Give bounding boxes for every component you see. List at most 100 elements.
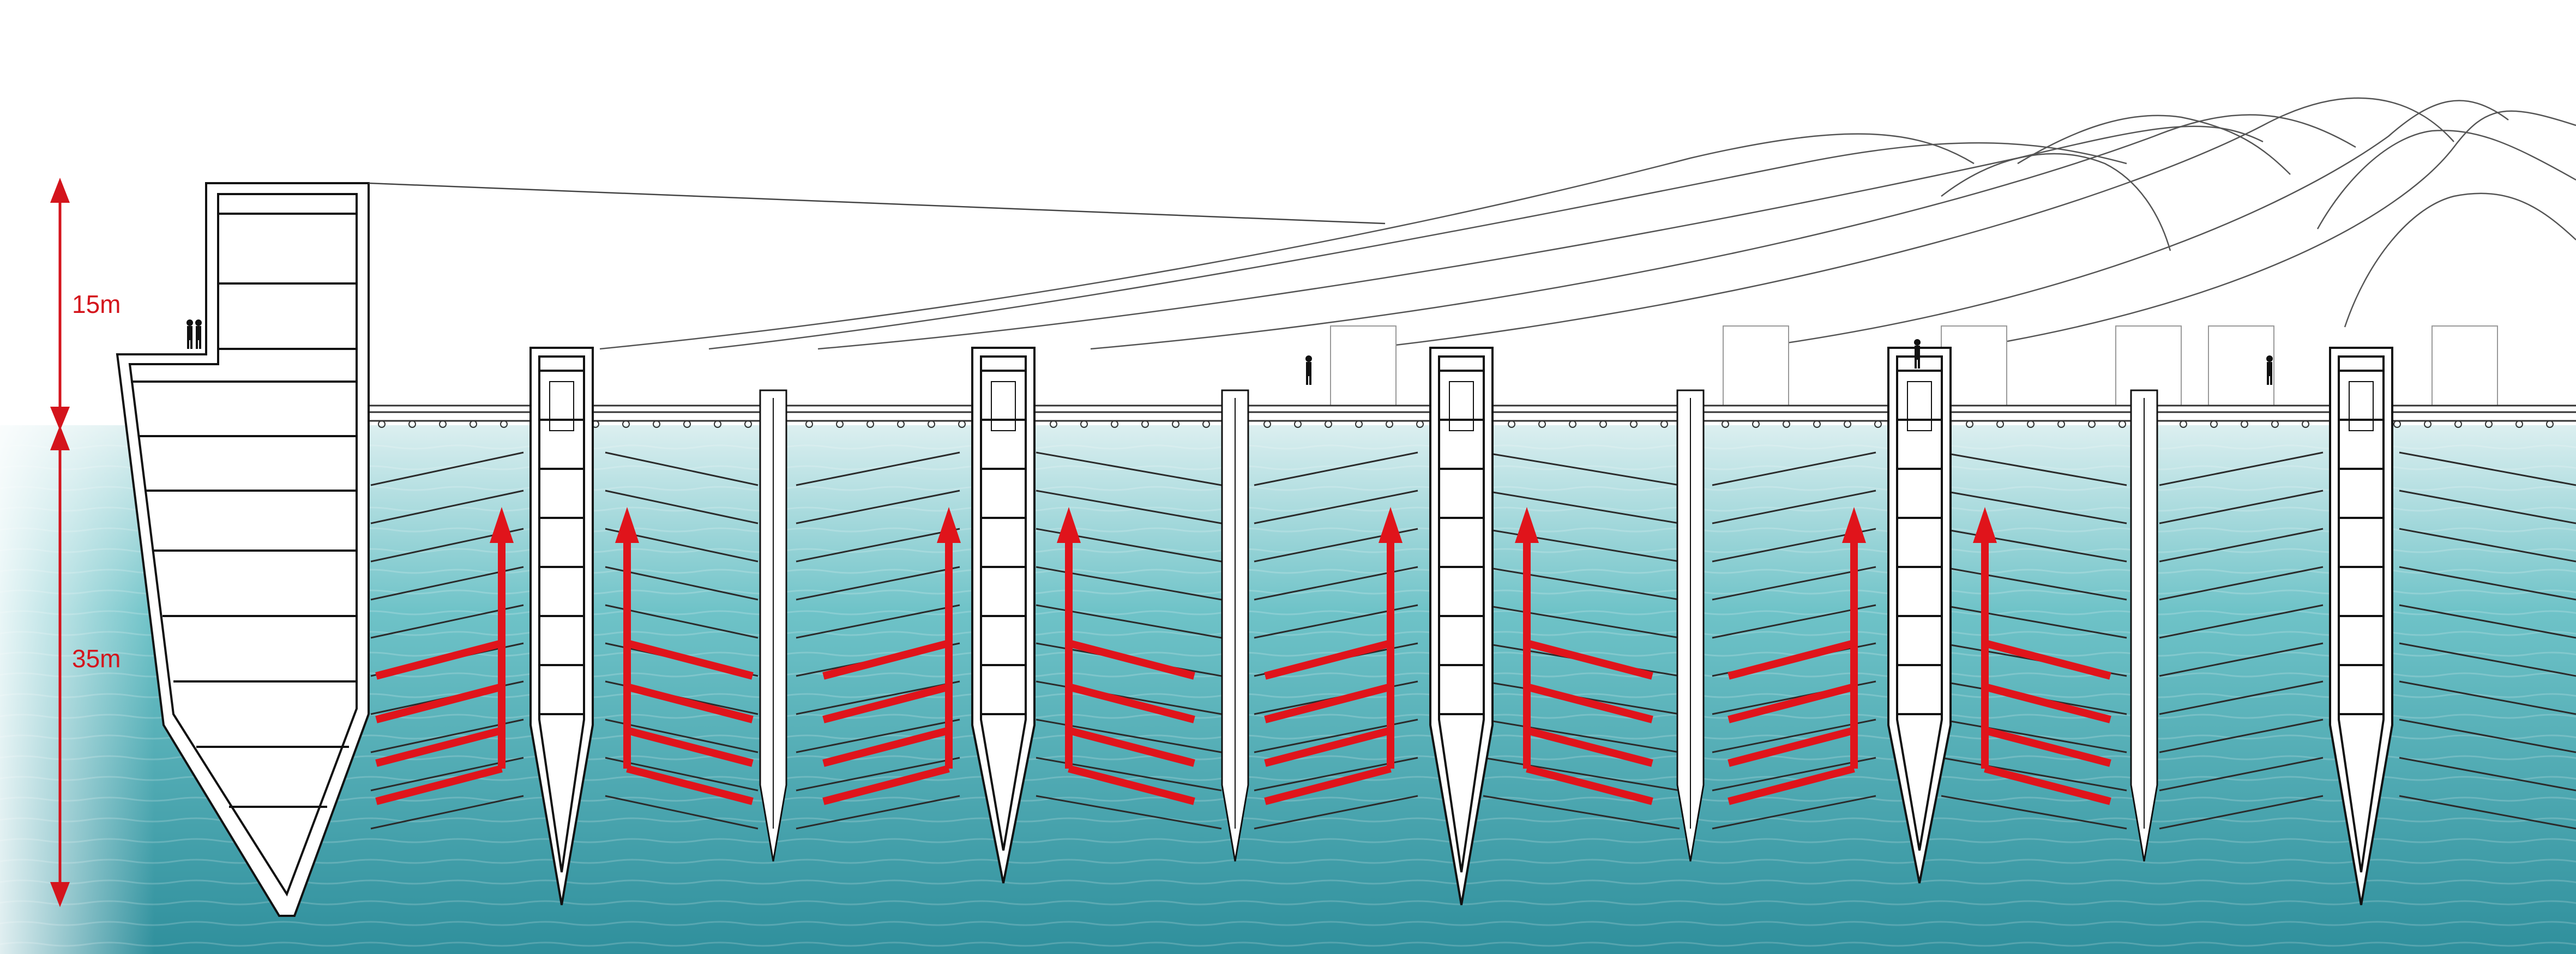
plate-line	[2159, 604, 2324, 639]
roof-cable	[368, 182, 1386, 225]
person-body	[196, 326, 201, 340]
deck-connector	[653, 420, 660, 428]
plate-line	[1941, 757, 2127, 792]
flow-arrow	[375, 507, 514, 805]
ripple-line	[0, 589, 2576, 595]
people	[186, 319, 2273, 385]
dimension-label-15m: 15m	[72, 290, 121, 318]
deck-connector	[1722, 420, 1729, 428]
background-tanks	[1330, 325, 2498, 406]
deck-connector	[1996, 420, 2004, 428]
pier-inner	[980, 355, 1027, 851]
deck-connector	[470, 420, 477, 428]
plate-line	[2159, 718, 2324, 753]
plate-line	[605, 451, 759, 486]
deck-connector	[1386, 420, 1393, 428]
plate-line	[370, 795, 524, 830]
ripple-line	[0, 776, 2576, 781]
dimension-lower: 35m	[50, 425, 121, 907]
person-leg	[190, 340, 192, 349]
mountain-ridge	[1941, 153, 2171, 251]
flow-arrow-finger	[1984, 639, 2111, 680]
deck-connector	[1538, 420, 1546, 428]
plate-line	[605, 795, 759, 830]
person-head	[195, 319, 202, 326]
plate-line	[1483, 566, 1680, 601]
deck-connector	[836, 420, 844, 428]
deck-connector	[1141, 420, 1149, 428]
plate-line	[2399, 451, 2576, 486]
pier	[1887, 347, 1952, 884]
flow-arrow	[1973, 507, 2111, 805]
mountain-ridge	[2316, 130, 2576, 230]
deck-connector	[1294, 420, 1302, 428]
plate-line	[796, 718, 960, 753]
plate-line	[796, 604, 960, 639]
tank	[1330, 325, 1397, 406]
deck-connector	[2180, 420, 2187, 428]
flow-arrow-finger	[626, 639, 754, 680]
flow-arrow-finger	[1984, 765, 2111, 805]
plate-line	[796, 566, 960, 601]
deck-connector	[1508, 420, 1515, 428]
plate-line	[1712, 566, 1876, 601]
plate-line	[2159, 451, 2324, 486]
person-head	[2266, 355, 2273, 362]
ripple-line	[0, 465, 2576, 470]
plate-line	[1941, 528, 2127, 563]
plate-line	[2399, 718, 2576, 753]
flow-arrow-finger	[375, 639, 503, 680]
deck-connector	[439, 420, 447, 428]
plate-line	[1712, 757, 1876, 792]
sea-ripples	[0, 444, 2576, 947]
thin-pier	[2130, 389, 2158, 862]
flow-arrow-finger	[1526, 639, 1653, 680]
flow-arrows	[375, 507, 2111, 805]
mountain-ridge	[1963, 110, 2576, 350]
flow-arrow-finger	[1728, 639, 1855, 680]
deck-connector	[2485, 420, 2493, 428]
person-leg	[1309, 376, 1311, 385]
deck-connector	[1752, 420, 1760, 428]
deck-connector	[1630, 420, 1638, 428]
plate-line	[796, 451, 960, 486]
elevator-icon	[1907, 381, 1932, 431]
flow-arrow-finger	[375, 727, 503, 767]
plate-line	[2399, 795, 2576, 830]
deck-connector	[2241, 420, 2248, 428]
deck-connector	[1050, 420, 1057, 428]
ripple-line	[0, 693, 2576, 698]
deck-connector	[2118, 420, 2126, 428]
plate-line	[605, 490, 759, 524]
plate-line	[2159, 566, 2324, 601]
plate-line	[2159, 680, 2324, 715]
elevator-icon	[2349, 381, 2374, 431]
deck-connector	[1966, 420, 1973, 428]
deck-connector	[2057, 420, 2065, 428]
deck-connector	[2088, 420, 2096, 428]
flow-arrow-finger	[822, 639, 950, 680]
deck-connector	[2393, 420, 2401, 428]
inclined-plates	[370, 451, 2576, 830]
deck-connector	[1263, 420, 1271, 428]
flow-arrowhead-icon	[615, 507, 639, 543]
ripple-line	[0, 527, 2576, 533]
ripple-line	[0, 879, 2576, 885]
deck-connector	[1599, 420, 1607, 428]
deck-connector	[2027, 420, 2035, 428]
deck-connector	[378, 420, 386, 428]
flow-arrow-finger	[1264, 727, 1392, 767]
pier-inner	[1438, 355, 1485, 873]
flow-arrow	[1515, 507, 1653, 805]
person-leg	[1918, 360, 1920, 369]
thin-pier	[759, 389, 787, 862]
elevator-icon	[991, 381, 1016, 431]
person-leg	[1306, 376, 1308, 385]
plate-line	[796, 490, 960, 524]
deck-connector	[805, 420, 813, 428]
elevator-icon	[1449, 381, 1474, 431]
person-leg	[1915, 360, 1917, 369]
plate-line	[1941, 566, 2127, 601]
dimension-upper: 15m	[50, 178, 121, 431]
